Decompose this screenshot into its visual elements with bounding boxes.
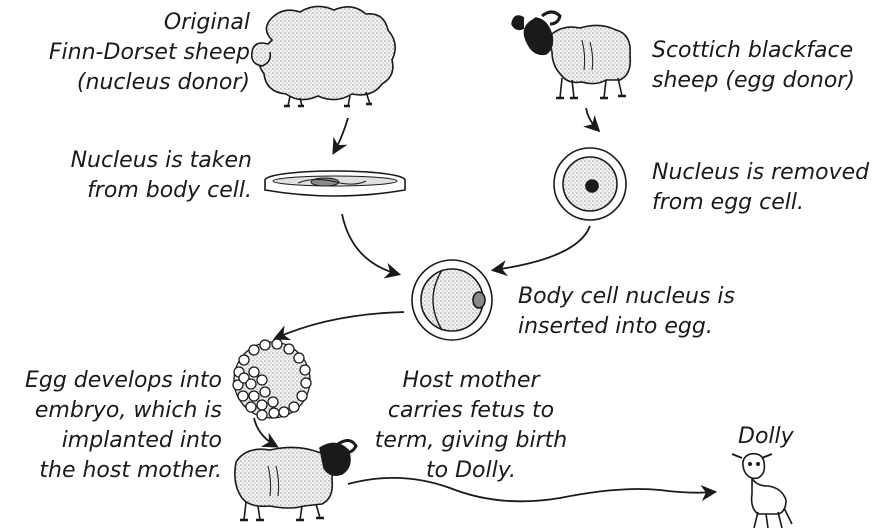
label-line: Egg develops into	[8, 366, 222, 396]
label-line: (nucleus donor)	[28, 68, 250, 98]
label-nucleus-inserted: Body cell nucleus is inserted into egg.	[518, 282, 735, 342]
label-line: Body cell nucleus is	[518, 282, 735, 312]
embryo-icon	[233, 339, 311, 420]
label-line: the host mother.	[8, 456, 222, 486]
arrow-cell-to-fusion	[342, 214, 398, 274]
label-line: Nucleus is removed	[652, 158, 869, 188]
label-line: to Dolly.	[356, 456, 586, 486]
blackface-sheep-icon	[512, 12, 630, 98]
label-line: from body cell.	[20, 176, 252, 206]
label-finn-dorset: Original Finn-Dorset sheep (nucleus dono…	[28, 8, 250, 98]
label-line: carries fetus to	[356, 396, 586, 426]
petri-dish-icon	[265, 171, 405, 196]
finn-dorset-sheep-icon	[252, 6, 395, 106]
label-line: inserted into egg.	[518, 312, 735, 342]
label-nucleus-removed: Nucleus is removed from egg cell.	[652, 158, 869, 218]
fused-egg-cell	[412, 260, 492, 340]
label-line: Original	[28, 8, 250, 38]
host-mother-sheep-icon	[235, 440, 356, 520]
label-line: from egg cell.	[652, 188, 869, 218]
label-line: term, giving birth	[356, 426, 586, 456]
label-line: Host mother	[356, 366, 586, 396]
label-nucleus-taken: Nucleus is taken from body cell.	[20, 146, 252, 206]
label-dolly: Dolly	[738, 422, 794, 452]
label-line: implanted into	[8, 426, 222, 456]
label-line: Scottich blackface	[652, 36, 855, 66]
egg-cell-nucleus-removed	[554, 148, 626, 220]
label-line: Finn-Dorset sheep	[28, 38, 250, 68]
arrow-blackface-to-egg	[586, 108, 598, 130]
label-line: Nucleus is taken	[20, 146, 252, 176]
label-egg-develops: Egg develops into embryo, which is impla…	[8, 366, 222, 486]
arrow-finn-to-cell	[334, 118, 348, 152]
label-line: embryo, which is	[8, 396, 222, 426]
dolly-lamb-icon	[732, 454, 792, 528]
label-host-mother: Host mother carries fetus to term, givin…	[356, 366, 586, 486]
arrow-egg-to-embryo	[276, 312, 404, 338]
label-line: sheep (egg donor)	[652, 66, 855, 96]
arrow-embryo-to-host	[254, 418, 276, 446]
label-blackface: Scottich blackface sheep (egg donor)	[652, 36, 855, 96]
arrow-egg-to-fusion	[494, 226, 590, 270]
